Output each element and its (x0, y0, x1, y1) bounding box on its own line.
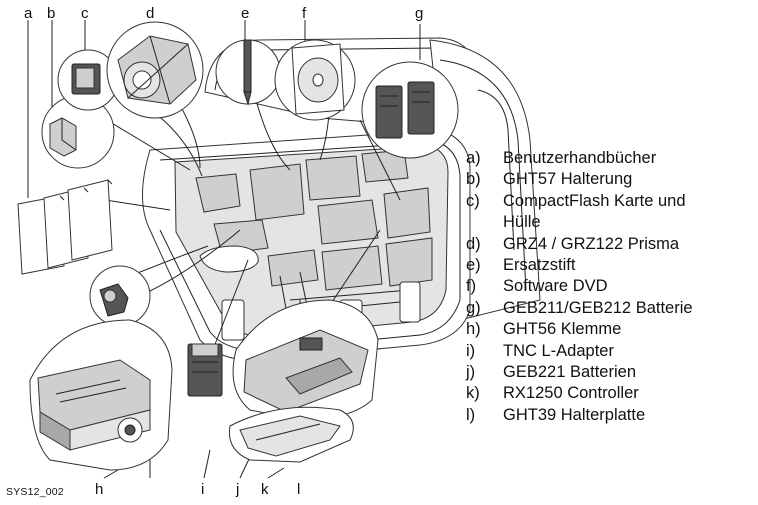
legend-item: j)GEB221 Batterien (466, 362, 756, 383)
figure-code: SYS12_002 (6, 486, 64, 498)
legend-item: f)Software DVD (466, 276, 756, 297)
legend-item: g)GEB211/GEB212 Batterie (466, 298, 756, 319)
callout-j: j (236, 482, 239, 497)
legend-item: c)CompactFlash Karte und Hülle (466, 191, 696, 234)
callout-f: f (302, 6, 306, 21)
dvd-illustration (275, 40, 355, 120)
legend-key: c) (466, 191, 503, 234)
prism-illustration (107, 22, 203, 118)
callout-d: d (146, 6, 154, 21)
legend-key: i) (466, 341, 503, 362)
callout-c: c (81, 6, 89, 21)
legend-key: a) (466, 148, 503, 169)
legend-text: GEB221 Batterien (503, 362, 756, 383)
legend-key: b) (466, 169, 503, 190)
callout-e: e (241, 6, 249, 21)
stylus-illustration (216, 40, 280, 104)
legend-item: l)GHT39 Halterplatte (466, 405, 756, 426)
clamp-illustration (30, 320, 172, 470)
legend-text: GEB211/GEB212 Batterie (503, 298, 756, 319)
legend-text: RX1250 Controller (503, 383, 756, 404)
legend-text: Software DVD (503, 276, 756, 297)
legend-text: GRZ4 / GRZ122 Prisma (503, 234, 756, 255)
legend-item: h)GHT56 Klemme (466, 319, 756, 340)
legend-text: GHT39 Halterplatte (503, 405, 756, 426)
legend-key: f) (466, 276, 503, 297)
legend-key: h) (466, 319, 503, 340)
legend-key: d) (466, 234, 503, 255)
callout-l: l (297, 482, 300, 497)
legend-text: CompactFlash Karte und Hülle (503, 191, 696, 234)
battery-illustration (188, 344, 222, 396)
legend-key: j) (466, 362, 503, 383)
legend-text: GHT57 Halterung (503, 169, 756, 190)
legend-key: l) (466, 405, 503, 426)
legend-item: k)RX1250 Controller (466, 383, 756, 404)
legend-key: k) (466, 383, 503, 404)
callout-a: a (24, 6, 32, 21)
legend-item: e)Ersatzstift (466, 255, 756, 276)
legend-item: b)GHT57 Halterung (466, 169, 756, 190)
legend-item: d)GRZ4 / GRZ122 Prisma (466, 234, 756, 255)
legend-key: e) (466, 255, 503, 276)
holder-plate-illustration (229, 407, 353, 462)
legend-text: Ersatzstift (503, 255, 756, 276)
callout-h: h (95, 482, 103, 497)
legend-item: a)Benutzerhandbücher (466, 148, 756, 169)
legend: a)Benutzerhandbücher b)GHT57 Halterung c… (466, 148, 756, 426)
legend-key: g) (466, 298, 503, 319)
legend-text: TNC L-Adapter (503, 341, 756, 362)
callout-b: b (47, 6, 55, 21)
legend-item: i)TNC L-Adapter (466, 341, 756, 362)
callout-k: k (261, 482, 269, 497)
callout-g: g (415, 6, 423, 21)
legend-text: GHT56 Klemme (503, 319, 756, 340)
tnc-adapter-illustration (90, 266, 150, 326)
callout-i: i (201, 482, 204, 497)
legend-text: Benutzerhandbücher (503, 148, 756, 169)
batteries-illustration (362, 62, 458, 158)
manuals-illustration (18, 180, 112, 274)
